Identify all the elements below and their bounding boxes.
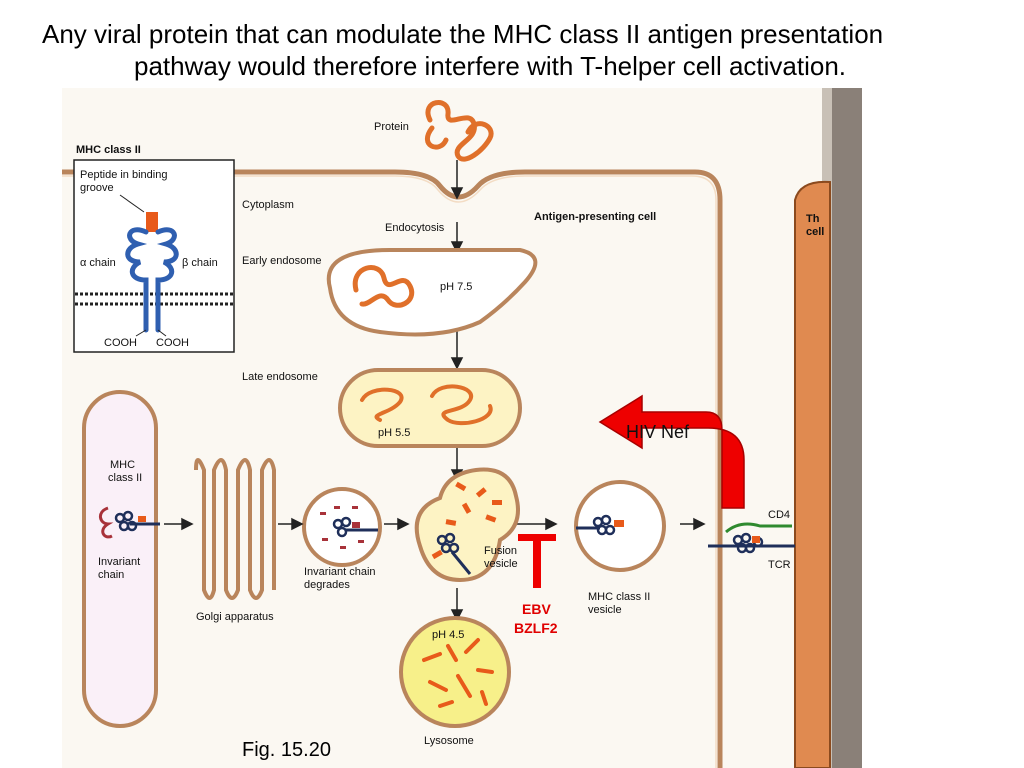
endocytosis-label: Endocytosis [385, 222, 445, 234]
late-endosome-protein [360, 384, 493, 426]
er-mhc-complex [99, 506, 160, 539]
fusion-vesicle [414, 467, 520, 583]
inset-cooh-left: COOH [104, 337, 137, 349]
th-cell-label-1: Th [806, 213, 820, 225]
book-edge [830, 88, 862, 768]
golgi-label: Golgi apparatus [196, 611, 274, 623]
inset-cooh-pointer-left [135, 329, 147, 337]
apc-membrane-inner [62, 175, 717, 768]
lysosome-label: Lysosome [424, 735, 474, 747]
mhc-vesicle-complex [576, 514, 624, 536]
inset-alpha-chain [125, 227, 149, 333]
er-compartment [82, 390, 158, 728]
early-endosome-protein [352, 265, 415, 308]
cd4-label: CD4 [768, 509, 790, 521]
inset-alpha-label: α chain [80, 257, 116, 269]
inset-peptide-label-1: Peptide in binding [80, 169, 167, 181]
invariant-label-1: Invariant [98, 556, 140, 568]
pathway-arrows-horizontal [164, 517, 706, 531]
lysosome-fragments [422, 638, 494, 708]
fusion-fragments [431, 481, 502, 560]
figure-caption: Fig. 15.20 [242, 739, 331, 761]
fusion-label-1: Fusion [484, 545, 517, 557]
inset-beta-label: β chain [182, 257, 218, 269]
lysosome-ph: pH 4.5 [432, 629, 464, 641]
title-line-2: pathway would therefore interfere with T… [134, 51, 847, 81]
surface-complex [708, 522, 795, 554]
th-cell-body [794, 180, 831, 768]
golgi-apparatus [194, 458, 276, 600]
degrades-label-1: Invariant chain [304, 566, 376, 578]
protein-label: Protein [374, 121, 409, 133]
mhc-vesicle-label-1: MHC class II [588, 591, 650, 603]
fusion-label-2: vesicle [484, 558, 518, 570]
late-endosome-label: Late endosome [242, 371, 318, 383]
th-cell-label-2: cell [806, 226, 824, 238]
inset-peptide-label-2: groove [80, 182, 114, 194]
degrading-fragments [320, 506, 364, 549]
degrades-label-2: degrades [304, 579, 350, 591]
early-endosome-ph: pH 7.5 [440, 281, 472, 293]
inset-peptide [146, 212, 158, 232]
ebv-inhibition-bar[interactable] [518, 534, 556, 588]
degrading-mhc [332, 516, 378, 538]
title-line-1: Any viral protein that can modulate the … [42, 19, 884, 49]
late-endosome [338, 368, 522, 448]
inset-cooh-pointer-right [157, 329, 167, 337]
inset-box [73, 159, 235, 353]
lysosome [399, 616, 511, 728]
cytoplasm-label: Cytoplasm [242, 199, 294, 211]
invariant-label-2: chain [98, 569, 124, 581]
apc-membrane [62, 169, 723, 768]
pathway-arrows-vertical [450, 160, 464, 622]
fusion-mhc [436, 532, 472, 575]
mhc-vesicle-label-2: vesicle [588, 604, 622, 616]
hiv-nef-label: HIV Nef [626, 422, 690, 442]
inset-heading: MHC class II [76, 144, 141, 156]
inset-membrane [75, 292, 233, 306]
protein-coil [424, 100, 494, 162]
er-mhc-label-2: class II [108, 472, 142, 484]
tcr-label: TCR [768, 559, 791, 571]
inset-cooh-right: COOH [156, 337, 189, 349]
apc-label: Antigen-presenting cell [534, 211, 656, 223]
ebv-label-1: EBV [522, 601, 551, 617]
late-endosome-ph: pH 5.5 [378, 427, 410, 439]
er-mhc-label-1: MHC [110, 459, 135, 471]
ebv-label-2: BZLF2 [514, 620, 558, 636]
hiv-nef-arrow[interactable] [598, 394, 745, 509]
early-endosome-label: Early endosome [242, 255, 322, 267]
inset-beta-chain [155, 227, 179, 333]
inset-peptide-pointer [119, 194, 145, 213]
